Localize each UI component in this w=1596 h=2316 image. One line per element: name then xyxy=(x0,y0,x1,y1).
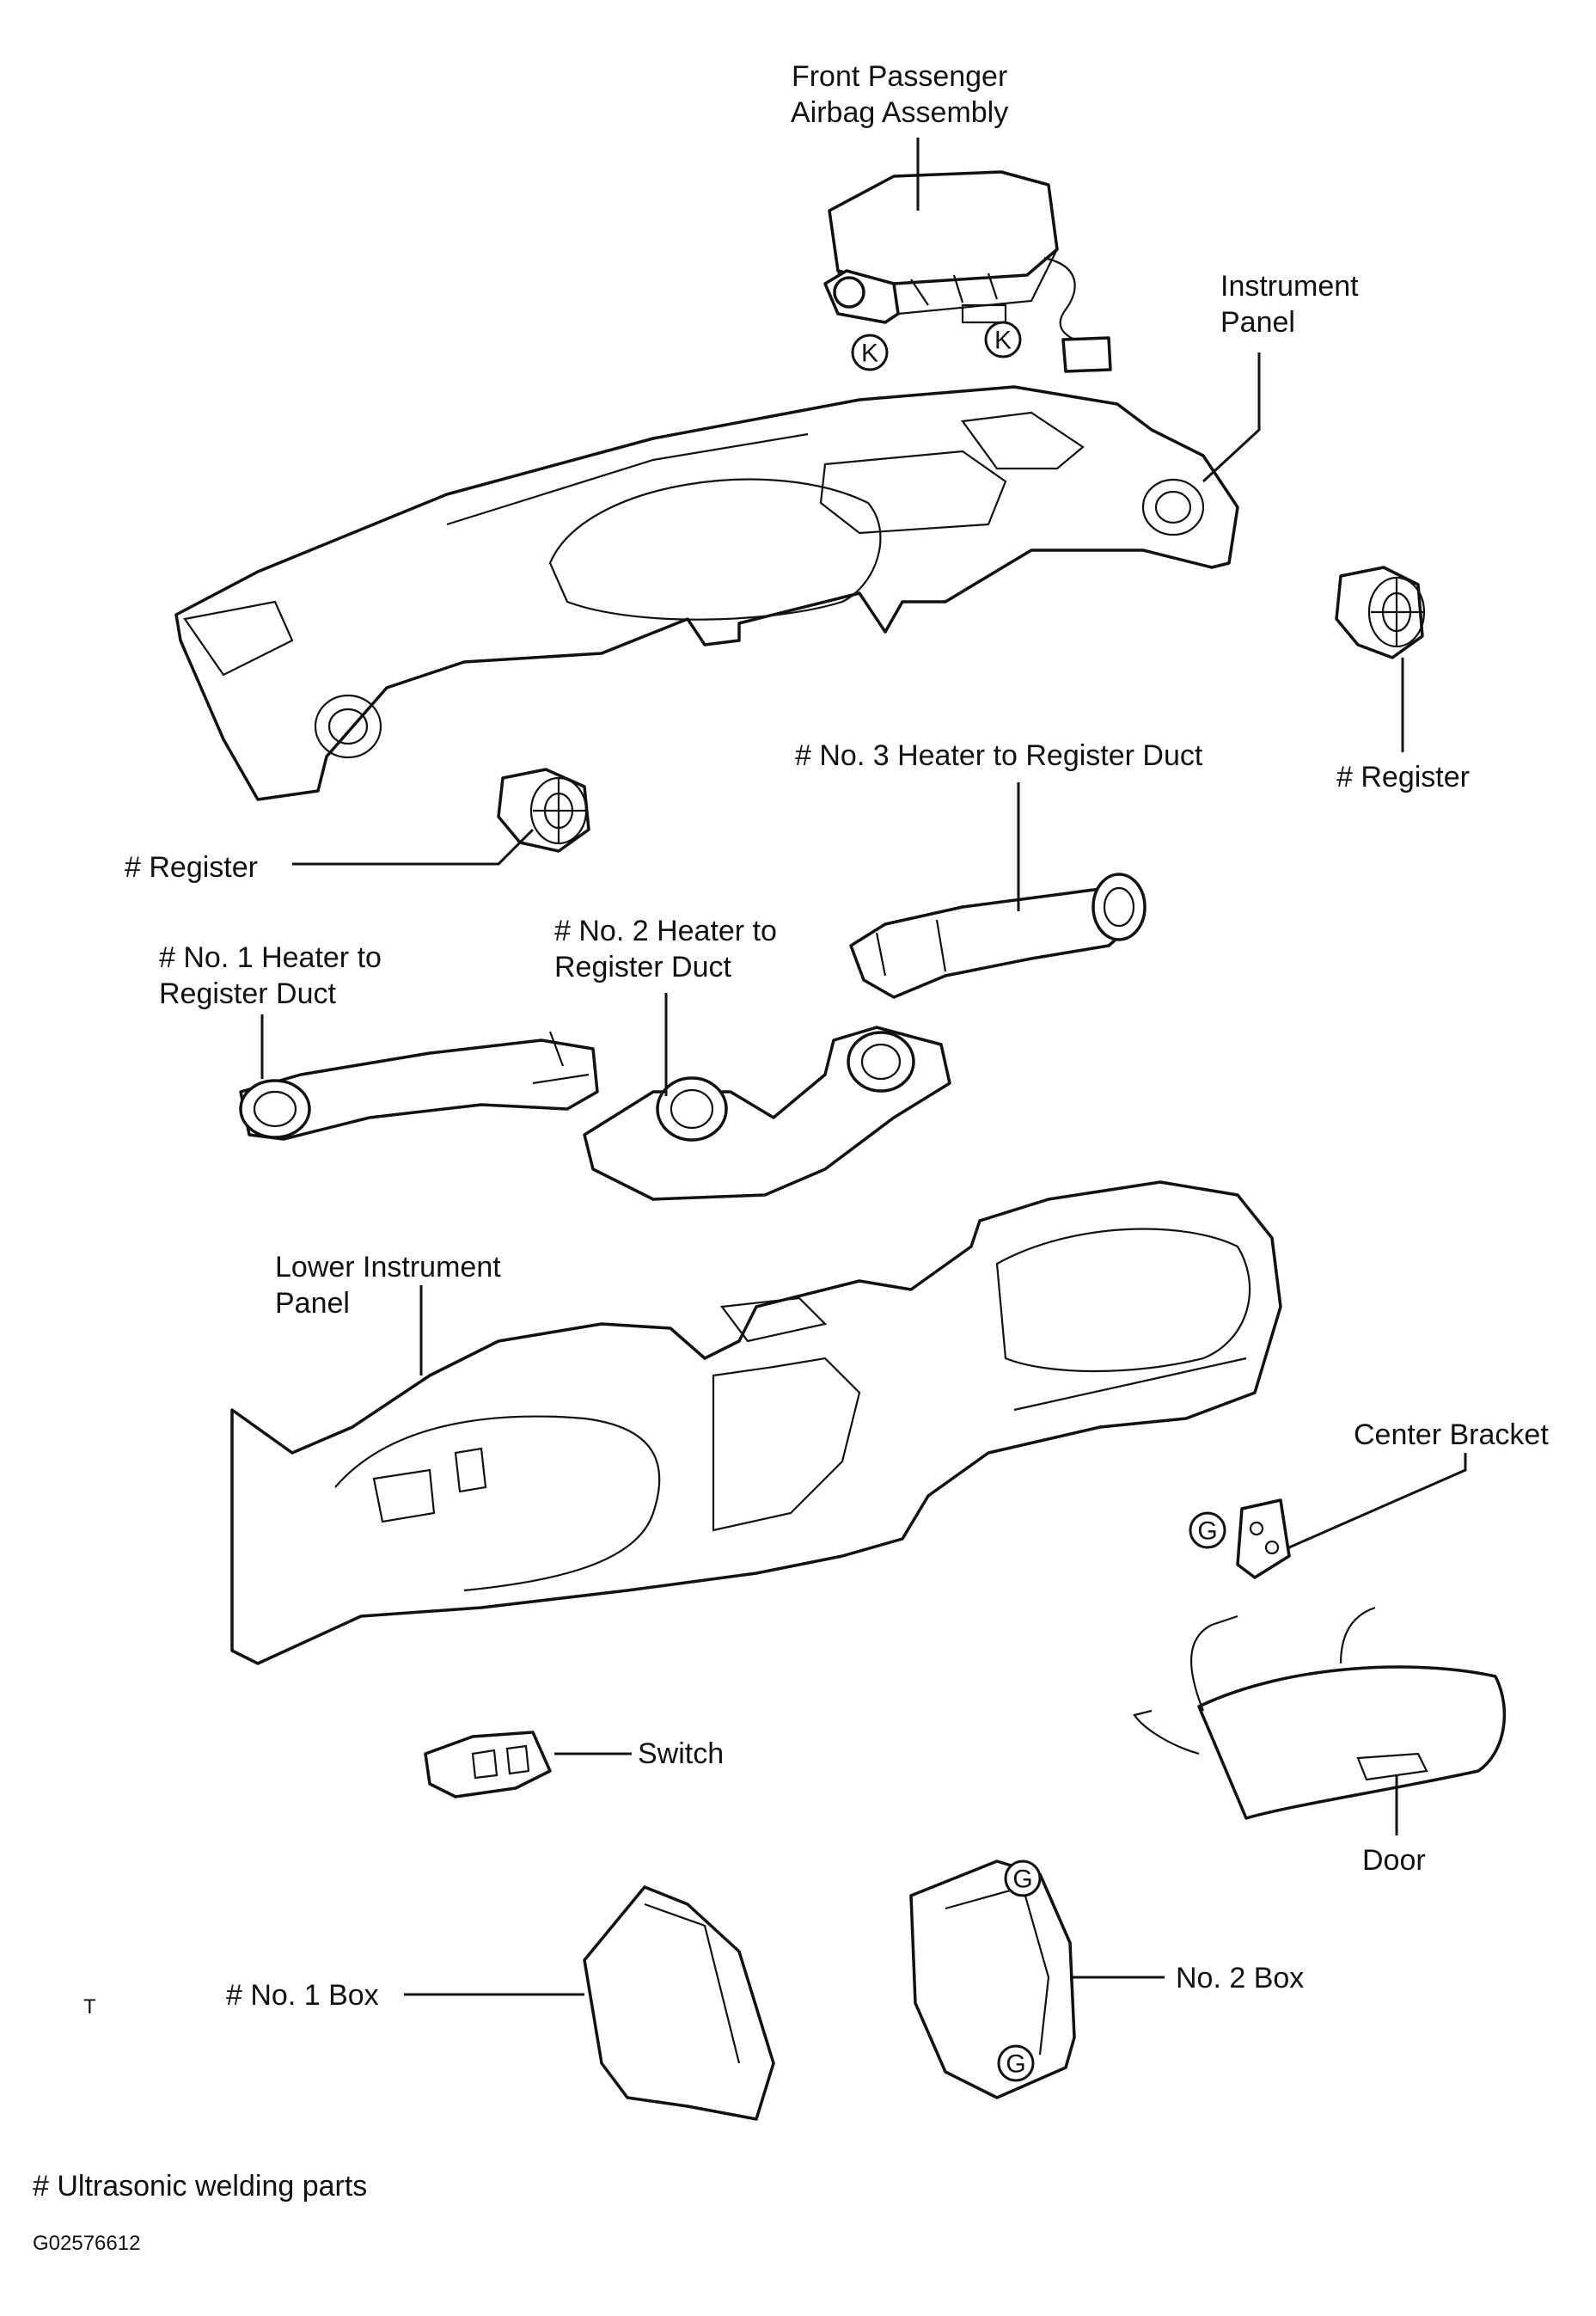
svg-text:K: K xyxy=(994,327,1012,355)
marker-g-bracket: G xyxy=(1189,1511,1226,1549)
no2-box xyxy=(909,1860,1076,2099)
lower-instrument-panel-label: Lower Instrument Panel xyxy=(275,1251,501,1320)
corner-mark: T xyxy=(83,1995,96,2019)
svg-text:G: G xyxy=(1012,1866,1032,1894)
footnote: # Ultrasonic welding parts xyxy=(33,2170,368,2203)
front-passenger-airbag-assembly xyxy=(823,170,1112,373)
center-bracket-label: Center Bracket xyxy=(1354,1418,1549,1451)
front-passenger-airbag-label: Front Passenger Airbag Assembly xyxy=(791,60,1009,129)
door-label: Door xyxy=(1362,1844,1426,1877)
no3-duct-label: # No. 3 Heater to Register Duct xyxy=(795,739,1203,772)
no1-duct-label: # No. 1 Heater to Register Duct xyxy=(159,941,382,1010)
no3-heater-to-register-duct xyxy=(849,873,1147,999)
instrument-panel xyxy=(174,385,1239,801)
switch xyxy=(424,1731,552,1798)
center-bracket xyxy=(1236,1498,1291,1579)
marker-g-box-top: G xyxy=(1004,1860,1042,1897)
instrument-panel-label: Instrument Panel xyxy=(1220,270,1359,339)
no2-heater-to-register-duct xyxy=(583,1026,951,1201)
switch-label: Switch xyxy=(638,1737,725,1770)
no1-box-label: # No. 1 Box xyxy=(226,1979,379,2012)
no2-box-label: No. 2 Box xyxy=(1176,1962,1305,1994)
no1-heater-to-register-duct xyxy=(239,1031,599,1141)
svg-text:G: G xyxy=(1197,1517,1217,1546)
register-right-label: # Register xyxy=(1336,761,1470,793)
svg-text:K: K xyxy=(861,340,878,368)
figure-code: G02576612 xyxy=(33,2232,141,2255)
marker-g-box-bottom: G xyxy=(997,2044,1035,2082)
register-left xyxy=(497,768,590,853)
no1-box xyxy=(583,1885,775,2121)
marker-k-left: K xyxy=(851,334,889,371)
lower-instrument-panel xyxy=(230,1180,1282,1665)
leader-lines xyxy=(260,138,1467,1996)
marker-k-right: K xyxy=(984,321,1022,358)
register-left-label: # Register xyxy=(125,851,258,884)
register-right xyxy=(1335,566,1426,659)
svg-text:G: G xyxy=(1006,2050,1025,2079)
glove-box-door xyxy=(1133,1606,1507,1820)
no2-duct-label: # No. 2 Heater to Register Duct xyxy=(554,915,777,983)
